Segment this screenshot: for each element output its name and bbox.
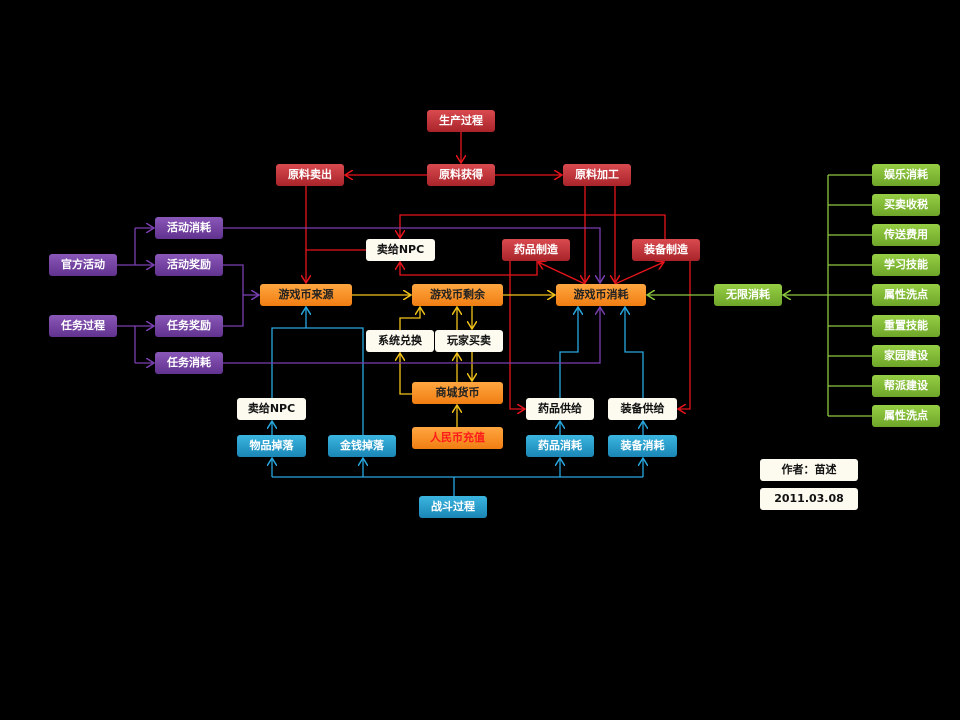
mall-currency-node: 商城货币 [412, 382, 503, 404]
sink-item: 传送费用 [872, 224, 940, 246]
potion-use-node: 药品消耗 [526, 435, 594, 457]
sink-item: 帮派建设 [872, 375, 940, 397]
system-exchange-node: 系统兑换 [366, 330, 434, 352]
gain-raw-node: 原料获得 [427, 164, 495, 186]
currency-consume-node: 游戏币消耗 [556, 284, 646, 306]
currency-remain-node: 游戏币剩余 [412, 284, 503, 306]
equip-use-node: 装备消耗 [608, 435, 677, 457]
make-potion-node: 药品制造 [502, 239, 570, 261]
sell-npc-top-node: 卖给NPC [366, 239, 435, 261]
date-label: 2011.03.08 [760, 488, 858, 510]
quest-cost-node: 任务消耗 [155, 352, 223, 374]
purple-connectors [117, 228, 600, 363]
rmb-recharge-node: 人民币充值 [412, 427, 503, 449]
red-connectors [306, 132, 691, 409]
sell-raw-node: 原料卖出 [276, 164, 344, 186]
money-drop-node: 金钱掉落 [328, 435, 396, 457]
activity-reward-node: 活动奖励 [155, 254, 223, 276]
sink-item: 娱乐消耗 [872, 164, 940, 186]
player-trade-node: 玩家买卖 [435, 330, 503, 352]
sink-item: 属性洗点 [872, 405, 940, 427]
author-label: 作者：苗述 [760, 459, 858, 481]
make-equip-node: 装备制造 [632, 239, 700, 261]
quest-reward-node: 任务奖励 [155, 315, 223, 337]
potion-supply-node: 药品供给 [526, 398, 594, 420]
sink-item: 重置技能 [872, 315, 940, 337]
green-connectors [647, 174, 872, 417]
sink-item: 买卖收税 [872, 194, 940, 216]
equip-supply-node: 装备供给 [608, 398, 677, 420]
currency-source-node: 游戏币来源 [260, 284, 352, 306]
activity-cost-node: 活动消耗 [155, 217, 223, 239]
sink-item: 属性洗点 [872, 284, 940, 306]
production-process-node: 生产过程 [427, 110, 495, 132]
sink-item: 学习技能 [872, 254, 940, 276]
official-activity-node: 官方活动 [49, 254, 117, 276]
combat-process-node: 战斗过程 [419, 496, 487, 518]
sink-item: 家园建设 [872, 345, 940, 367]
sell-npc-bottom-node: 卖给NPC [237, 398, 306, 420]
blue-connectors [272, 307, 643, 496]
item-drop-node: 物品掉落 [237, 435, 306, 457]
yellow-connectors [352, 295, 555, 427]
process-raw-node: 原料加工 [563, 164, 631, 186]
unlimited-sink-node: 无限消耗 [714, 284, 782, 306]
quest-process-node: 任务过程 [49, 315, 117, 337]
